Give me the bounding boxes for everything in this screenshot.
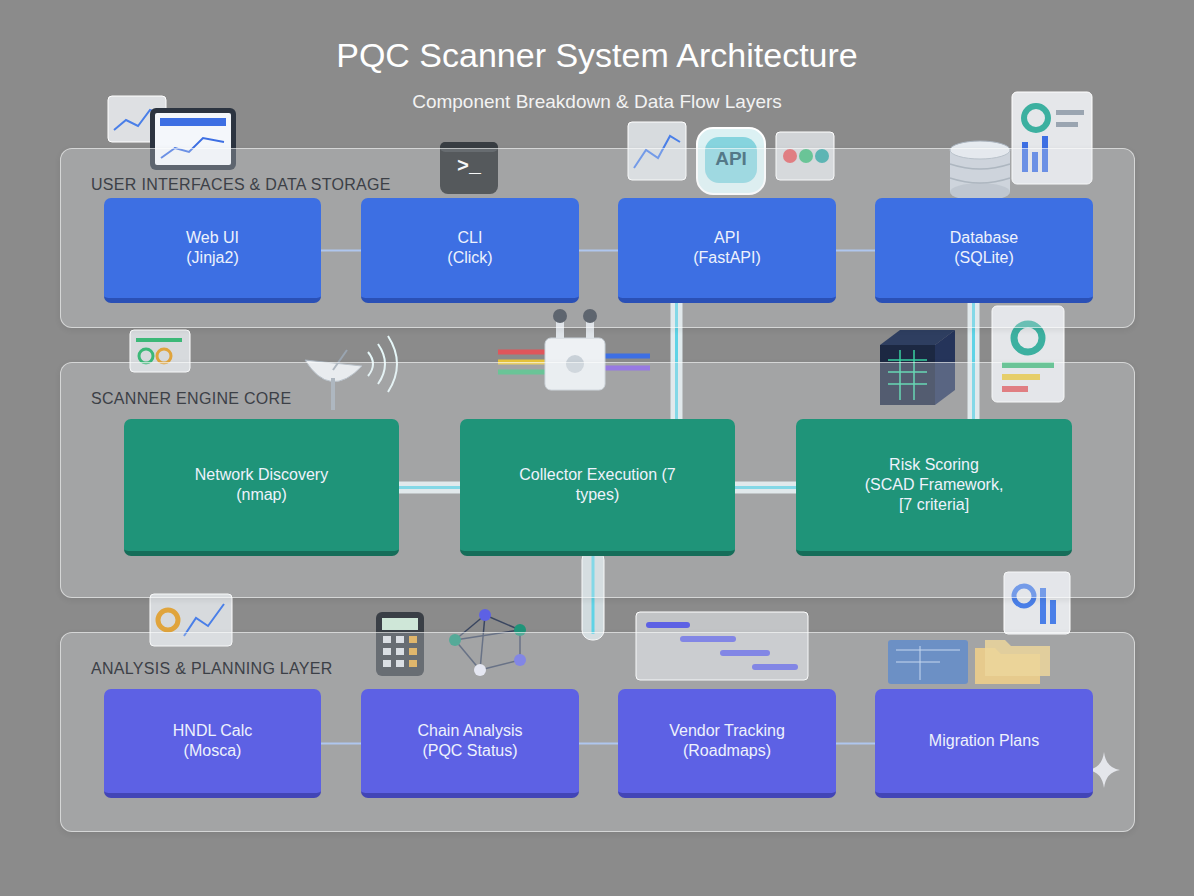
component-box: Vendor Tracking (Roadmaps) <box>618 689 836 798</box>
layer-band: ANALYSIS & PLANNING LAYER HNDL Calc (Mosc… <box>60 632 1135 832</box>
color-rod <box>605 354 650 359</box>
component-box: HNDL Calc (Mosca) <box>104 689 321 798</box>
box-label: Vendor Tracking (Roadmaps) <box>662 721 792 761</box>
layer-band: USER INTERFACES & DATA STORAGE Web UI (Ji… <box>60 148 1135 328</box>
box-label: Migration Plans <box>929 731 1039 751</box>
gauge <box>157 349 171 363</box>
color-rod <box>498 350 545 355</box>
box-label: Network Discovery (nmap) <box>182 465 342 505</box>
donut-chart <box>158 610 178 630</box>
component-box: Database (SQLite) <box>875 198 1093 303</box>
layer-heading: ANALYSIS & PLANNING LAYER <box>91 660 333 678</box>
box-label: Web UI (Jinja2) <box>173 228 253 268</box>
calculator-screen <box>382 618 418 630</box>
component-box: API (FastAPI) <box>618 198 836 303</box>
donut-chart <box>1014 324 1042 352</box>
bar <box>1050 600 1056 624</box>
component-box: Risk Scoring (SCAD Framework, [7 criteri… <box>796 419 1072 556</box>
box-label: CLI (Click) <box>440 228 500 268</box>
diagram-title: PQC Scanner System Architecture <box>0 36 1194 75</box>
box-label: API (FastAPI) <box>687 228 767 268</box>
graph-node <box>479 609 491 621</box>
box-label: Risk Scoring (SCAD Framework, [7 criteri… <box>864 455 1004 515</box>
component-box: Collector Execution (7 types) <box>460 419 735 556</box>
tablet-bar <box>160 118 226 126</box>
layer-band: SCANNER ENGINE CORE Network Discovery (nm… <box>60 362 1135 598</box>
box-label: Chain Analysis (PQC Status) <box>410 721 530 761</box>
box-label: HNDL Calc (Mosca) <box>163 721 263 761</box>
box-label: Collector Execution (7 types) <box>513 465 683 505</box>
text-line <box>1056 122 1078 127</box>
gantt-bar <box>646 622 690 628</box>
box-label: Database (SQLite) <box>939 228 1029 268</box>
bar <box>136 338 182 342</box>
donut-chart <box>1024 106 1048 130</box>
subtitle: Component Breakdown & Data Flow Layers <box>0 91 1194 114</box>
component-box: Network Discovery (nmap) <box>124 419 399 556</box>
component-box: CLI (Click) <box>361 198 579 303</box>
component-box: Migration Plans <box>875 689 1093 798</box>
component-box: Web UI (Jinja2) <box>104 198 321 303</box>
text-line <box>1056 110 1084 115</box>
gauge <box>139 349 153 363</box>
layer-heading: SCANNER ENGINE CORE <box>91 390 291 408</box>
layer-heading: USER INTERFACES & DATA STORAGE <box>91 176 391 194</box>
component-box: Chain Analysis (PQC Status) <box>361 689 579 798</box>
